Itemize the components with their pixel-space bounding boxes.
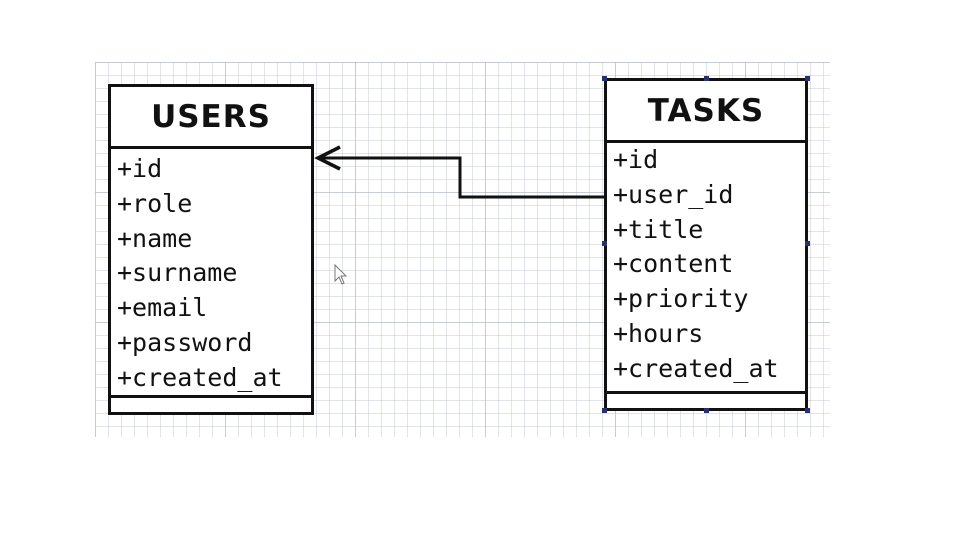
entity-users-operations bbox=[111, 395, 311, 412]
attribute-tasks-content: +content bbox=[613, 249, 734, 279]
entity-tasks-attributes: +id +user_id +title +content +priority +… bbox=[607, 143, 805, 387]
entity-users-title: USERS bbox=[111, 87, 311, 149]
attribute-tasks-created-at: +created_at bbox=[613, 353, 779, 383]
resize-handle-middle-right[interactable] bbox=[805, 241, 810, 246]
attribute-tasks-hours: +hours bbox=[613, 318, 704, 348]
entity-tasks-operations bbox=[607, 391, 805, 408]
entity-tasks-title: TASKS bbox=[607, 81, 805, 143]
attribute-users-id: +id bbox=[117, 154, 163, 183]
entity-users-attributes: +id +role +name +surname +email +passwor… bbox=[111, 149, 311, 396]
attribute-users-created-at: +created_at bbox=[117, 362, 283, 392]
attribute-users-role: +role bbox=[117, 188, 193, 218]
attribute-tasks-priority: +priority bbox=[613, 284, 749, 314]
resize-handle-top-left[interactable] bbox=[602, 76, 607, 81]
mouse-pointer-icon bbox=[334, 263, 348, 285]
relationship-connector[interactable] bbox=[318, 156, 604, 199]
attribute-tasks-user-id: +user_id bbox=[613, 179, 734, 209]
attribute-tasks-id: +id bbox=[613, 145, 659, 174]
entity-users[interactable]: USERS +id +role +name +surname +email +p… bbox=[108, 84, 314, 415]
entity-tasks[interactable]: TASKS +id +user_id +title +content +prio… bbox=[604, 78, 808, 411]
arrowhead-icon bbox=[314, 145, 341, 171]
attribute-users-name: +name bbox=[117, 223, 193, 253]
resize-handle-middle-left[interactable] bbox=[602, 241, 607, 246]
resize-handle-bottom-left[interactable] bbox=[602, 408, 607, 413]
resize-handle-bottom-center[interactable] bbox=[704, 408, 709, 413]
attribute-users-surname: +surname bbox=[117, 258, 238, 288]
resize-handle-top-center[interactable] bbox=[704, 76, 709, 81]
resize-handle-bottom-right[interactable] bbox=[805, 408, 810, 413]
attribute-tasks-title: +title bbox=[613, 214, 704, 244]
attribute-users-password: +password bbox=[117, 327, 253, 357]
attribute-users-email: +email bbox=[117, 293, 208, 323]
resize-handle-top-right[interactable] bbox=[805, 76, 810, 81]
